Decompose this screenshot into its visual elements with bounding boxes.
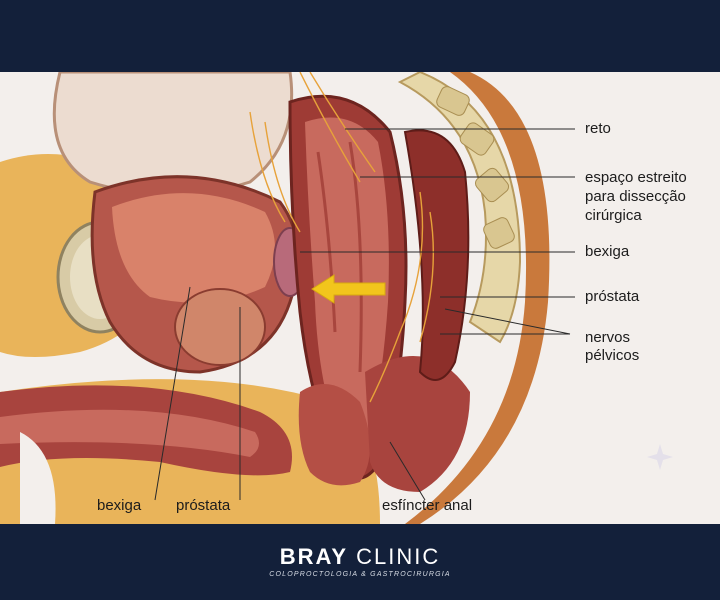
prostate [174, 288, 266, 366]
footer: BRAY CLINIC COLOPROCTOLOGIA & GASTROCIRU… [0, 524, 720, 600]
sphincter-right [365, 356, 470, 492]
back-area [430, 72, 720, 524]
leader-bexiga-bottom [154, 286, 191, 501]
label-espaco-3: cirúrgica [585, 207, 642, 224]
label-bexiga-bottom: bexiga [97, 497, 142, 514]
label-nervos-1: nervos [585, 329, 631, 346]
scrotum-gap [20, 432, 56, 524]
label-esfincter: esfíncter anal [382, 497, 473, 514]
bladder-lumen [112, 193, 275, 303]
label-prostata-bottom: próstata [176, 497, 231, 514]
leader-esfincter [389, 441, 426, 501]
label-reto: reto [585, 120, 611, 137]
label-bexiga-right: bexiga [585, 243, 630, 260]
brand-light: CLINIC [356, 544, 441, 569]
gluteal-fat-edge [405, 72, 550, 524]
urethra [0, 409, 259, 457]
brand-tagline: COLOPROCTOLOGIA & GASTROCIRURGIA [269, 571, 451, 578]
sparkle-icon [647, 444, 673, 470]
label-prostata-right: próstata [585, 288, 640, 305]
highlight-arrow [311, 274, 386, 304]
leader-nervos-1 [444, 308, 571, 335]
brand-logo: BRAY CLINIC [0, 544, 720, 570]
leader-lines [154, 128, 575, 501]
anatomy-illustration [0, 72, 720, 524]
sphincter-left [298, 384, 370, 486]
label-espaco-2: para dissecção [585, 188, 686, 205]
top-band [0, 0, 720, 72]
anatomy-figure: reto espaço estreito para dissecção cirú… [0, 72, 720, 524]
brand-bold: BRAY [279, 544, 349, 569]
label-nervos-2: pélvicos [585, 347, 640, 364]
pelvic-nerves [249, 72, 435, 403]
label-espaco-1: espaço estreito [585, 169, 687, 186]
levator-muscle [403, 129, 470, 381]
rectum-folds [316, 141, 363, 373]
